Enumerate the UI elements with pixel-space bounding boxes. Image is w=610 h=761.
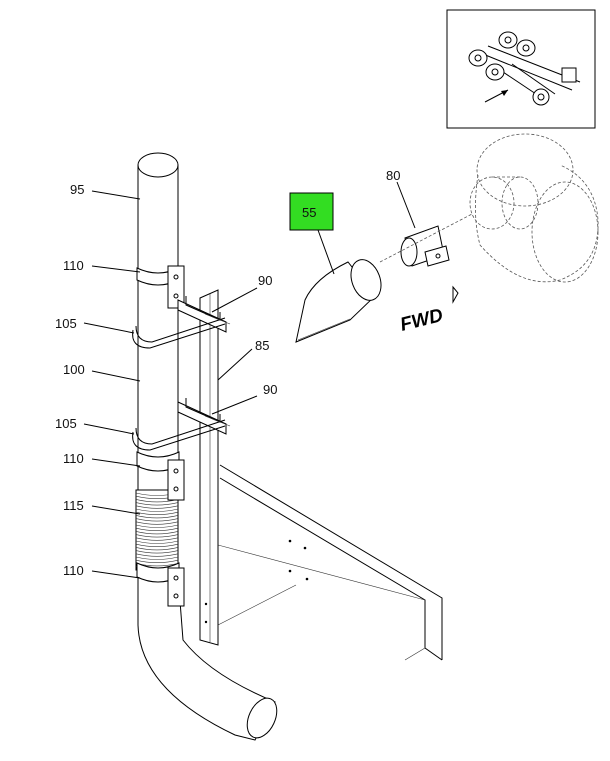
callout-80: 80: [386, 168, 400, 183]
hose-rib: [135, 531, 179, 535]
pipe-clamp-middle: [136, 451, 185, 501]
hose-rib: [135, 527, 179, 531]
lower-bracket: [132, 398, 231, 451]
hose-rib: [135, 537, 179, 541]
callout-55: 55: [302, 205, 316, 220]
callout-105-lower: 105: [55, 416, 77, 431]
hose-rib: [135, 543, 179, 547]
callout-90-lower: 90: [263, 382, 277, 397]
pipe-clamp-lower: [136, 562, 185, 607]
hose-rib: [135, 550, 179, 554]
callout-110-lower: 110: [63, 563, 84, 578]
callout-95: 95: [70, 182, 84, 197]
hose-rib: [135, 559, 179, 563]
mounting-post: [199, 289, 219, 646]
hose-rib: [135, 534, 179, 538]
highlight-box-55: [289, 192, 334, 231]
inset-chassis-sketch: [468, 31, 581, 106]
flex-hose: [135, 489, 179, 571]
hose-rib: [135, 505, 179, 509]
hose-rib: [135, 511, 179, 515]
callout-115: 115: [63, 498, 84, 513]
exhaust-elbow: [137, 574, 278, 741]
hose-rib: [135, 524, 179, 528]
hose-rib: [135, 508, 179, 512]
forward-arrow-icon: [452, 285, 459, 304]
hose-rib: [135, 547, 179, 551]
callout-110-upper: 110: [63, 258, 84, 273]
callout-85: 85: [255, 338, 269, 353]
callout-100: 100: [63, 362, 85, 377]
exhaust-stack: [137, 152, 179, 491]
forward-label: FWD: [398, 305, 445, 336]
exhaust-tip: [295, 259, 382, 343]
hose-rib: [135, 502, 179, 506]
hose-rib: [135, 521, 179, 525]
hose-rib: [135, 556, 179, 560]
pipe-clamp-upper: [136, 265, 185, 309]
tip-clamp: [400, 225, 450, 267]
hose-rib: [135, 540, 179, 544]
callout-110-middle: 110: [63, 451, 84, 466]
locator-inset: [446, 9, 596, 129]
hose-rib: [135, 553, 179, 557]
upper-bracket: [132, 296, 231, 349]
frame-crossmember: [217, 464, 443, 661]
callout-90-upper: 90: [258, 273, 272, 288]
muffler-phantom: [379, 133, 599, 283]
callout-labels: 95 110 105 100 105 110 115 110 90 85 90 …: [55, 168, 400, 578]
hose-rib: [135, 518, 179, 522]
hose-rib: [135, 515, 179, 519]
leader-lines: [83, 181, 416, 579]
callout-105-upper: 105: [55, 316, 77, 331]
forward-indicator: FWD: [398, 285, 459, 336]
